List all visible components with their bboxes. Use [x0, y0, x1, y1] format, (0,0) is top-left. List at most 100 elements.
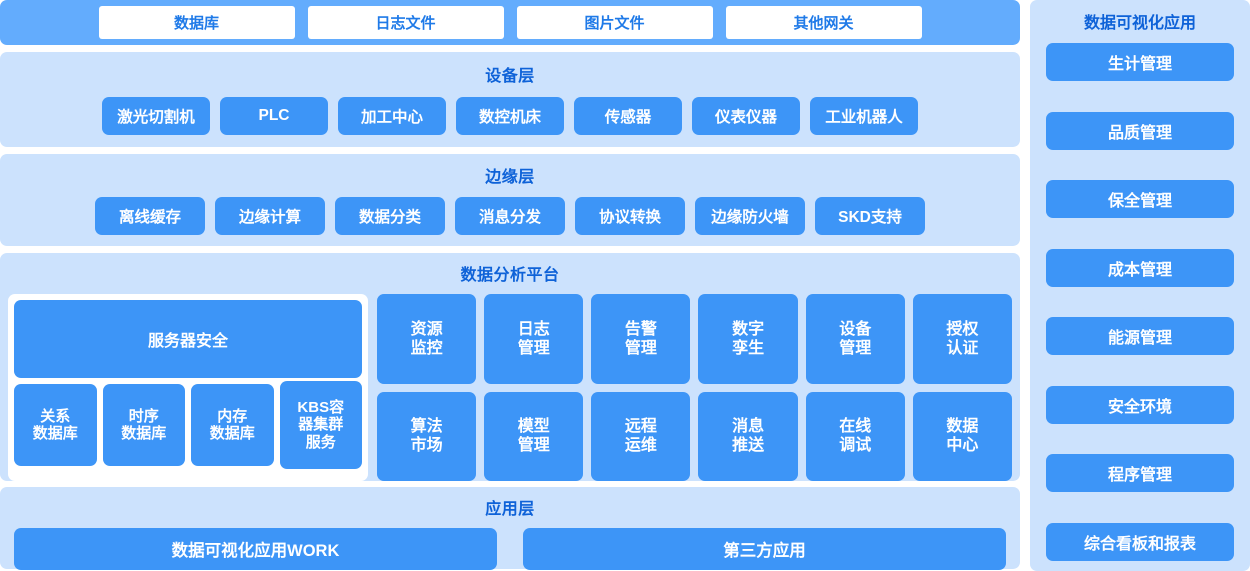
- module-label-line2: 孪生: [732, 339, 765, 357]
- module-resource-monitoring[interactable]: 资源 监控: [377, 294, 477, 384]
- edge-item-label: 数据分类: [358, 209, 421, 226]
- app-item-label: 第三方应用: [723, 542, 806, 560]
- device-item-label: 传感器: [604, 109, 652, 126]
- sidebar-item-energy-management[interactable]: 能源管理: [1046, 317, 1234, 356]
- main-stack: 数据库 日志文件 图片文件 其他网关 设备层 激光切割机 PLC 加工中心 数控…: [0, 0, 1020, 570]
- module-authorization-authentication[interactable]: 授权 认证: [912, 294, 1012, 384]
- module-remote-ops[interactable]: 远程 运维: [591, 391, 691, 481]
- device-item-laser-cutter[interactable]: 激光切割机: [102, 97, 210, 135]
- module-digital-twin[interactable]: 数字 孪生: [698, 294, 798, 384]
- device-item-machining-center[interactable]: 加工中心: [338, 97, 446, 135]
- device-layer-items: 激光切割机 PLC 加工中心 数控机床 传感器 仪表仪器 工业机器人: [0, 97, 1020, 135]
- database-label-line1: KBS容: [297, 398, 345, 416]
- module-label-line1: 授权: [946, 320, 979, 338]
- application-layer-title: 应用层: [485, 501, 535, 518]
- module-label-line2: 运维: [624, 437, 657, 455]
- sidebar-item-label: 成本管理: [1107, 261, 1172, 279]
- sidebar-item-label: 综合看板和报表: [1083, 535, 1196, 553]
- sidebar-item-program-management[interactable]: 程序管理: [1046, 454, 1234, 493]
- database-box-kbs-container-cluster[interactable]: KBS容 器集群 服务: [279, 381, 362, 469]
- edge-layer-panel: 边缘层 离线缓存 边缘计算 数据分类 消息分发 协议转换 边缘防火墙 SKD支持: [0, 154, 1020, 246]
- app-item-data-visualization-work[interactable]: 数据可视化应用WORK: [14, 528, 497, 570]
- module-label-line1: 模型: [517, 418, 550, 436]
- module-label-line1: 算法: [410, 418, 443, 436]
- source-chip-label: 数据库: [173, 15, 219, 32]
- device-item-plc[interactable]: PLC: [220, 97, 328, 135]
- device-item-cnc-machine[interactable]: 数控机床: [456, 97, 564, 135]
- edge-item-offline-cache[interactable]: 离线缓存: [95, 197, 205, 235]
- module-message-push[interactable]: 消息 推送: [698, 391, 798, 481]
- source-chip-other-gateway[interactable]: 其他网关: [725, 6, 922, 39]
- module-label-line1: 设备: [839, 320, 872, 338]
- device-item-label: 工业机器人: [825, 109, 903, 126]
- database-label-line1: 关系: [40, 407, 71, 425]
- sidebar-title: 数据可视化应用: [1083, 15, 1196, 32]
- edge-item-label: 协议转换: [598, 209, 661, 226]
- sidebar-item-label: 程序管理: [1107, 467, 1172, 485]
- server-security-box[interactable]: 服务器安全: [14, 300, 362, 378]
- module-device-management[interactable]: 设备 管理: [805, 294, 905, 384]
- module-log-management[interactable]: 日志 管理: [484, 294, 584, 384]
- module-label-line1: 在线: [839, 418, 872, 436]
- module-label-line2: 推送: [732, 437, 765, 455]
- module-label-line2: 管理: [517, 339, 550, 357]
- visualization-sidebar: 数据可视化应用 生计管理 品质管理 保全管理 成本管理 能源管理 安全环境 程序…: [1030, 0, 1250, 571]
- database-box-inmemory[interactable]: 内存 数据库: [191, 384, 274, 466]
- edge-item-message-distribution[interactable]: 消息分发: [455, 197, 565, 235]
- device-item-label: 加工中心: [360, 109, 423, 126]
- edge-item-label: 消息分发: [478, 209, 541, 226]
- module-label-line1: 数据: [946, 418, 979, 436]
- source-chip-log-file[interactable]: 日志文件: [307, 6, 504, 39]
- sidebar-item-label: 保全管理: [1107, 193, 1172, 211]
- database-box-relational[interactable]: 关系 数据库: [14, 384, 97, 466]
- database-box-timeseries[interactable]: 时序 数据库: [102, 384, 185, 466]
- source-chip-database[interactable]: 数据库: [98, 6, 295, 39]
- sidebar-item-cost-management[interactable]: 成本管理: [1046, 248, 1234, 287]
- device-item-label: PLC: [258, 107, 290, 124]
- edge-item-edge-firewall[interactable]: 边缘防火墙: [695, 197, 805, 235]
- module-online-debugging[interactable]: 在线 调试: [805, 391, 905, 481]
- module-label-line1: 日志: [517, 320, 550, 338]
- source-chip-image-file[interactable]: 图片文件: [516, 6, 713, 39]
- edge-item-skd-support[interactable]: SKD支持: [815, 197, 925, 235]
- device-item-sensor[interactable]: 传感器: [574, 97, 682, 135]
- server-security-panel: 服务器安全 关系 数据库 时序 数据库 内存 数据库: [8, 294, 368, 481]
- device-item-label: 数控机床: [478, 109, 541, 126]
- edge-item-label: SKD支持: [838, 209, 902, 226]
- module-model-management[interactable]: 模型 管理: [484, 391, 584, 481]
- sidebar-item-label: 能源管理: [1107, 330, 1172, 348]
- database-label-line2: 器集群: [298, 416, 344, 434]
- spacer: [0, 147, 1020, 154]
- sidebar-item-maintenance-management[interactable]: 保全管理: [1046, 180, 1234, 219]
- spacer: [0, 45, 1020, 52]
- platform-layer-panel: 数据分析平台 服务器安全 关系 数据库 时序 数据库: [0, 253, 1020, 481]
- application-layer-panel: 应用层 数据可视化应用WORK 第三方应用: [0, 487, 1020, 570]
- module-label-line2: 市场: [410, 437, 443, 455]
- sidebar-item-safety-environment[interactable]: 安全环境: [1046, 385, 1234, 424]
- app-item-third-party[interactable]: 第三方应用: [523, 528, 1006, 570]
- edge-item-edge-computing[interactable]: 边缘计算: [215, 197, 325, 235]
- module-alarm-management[interactable]: 告警 管理: [591, 294, 691, 384]
- edge-item-protocol-conversion[interactable]: 协议转换: [575, 197, 685, 235]
- module-label-line2: 管理: [517, 437, 550, 455]
- server-security-label: 服务器安全: [147, 333, 228, 350]
- edge-item-label: 边缘计算: [238, 209, 301, 226]
- device-item-instrument[interactable]: 仪表仪器: [692, 97, 800, 135]
- device-item-industrial-robot[interactable]: 工业机器人: [810, 97, 918, 135]
- database-label-line2: 数据库: [121, 425, 167, 442]
- edge-item-data-classification[interactable]: 数据分类: [335, 197, 445, 235]
- module-label-line1: 远程: [624, 418, 657, 436]
- sidebar-item-production-management[interactable]: 生计管理: [1046, 43, 1234, 81]
- module-label-line1: 消息: [732, 418, 765, 436]
- sidebar-item-quality-management[interactable]: 品质管理: [1046, 111, 1234, 150]
- device-item-label: 激光切割机: [117, 109, 195, 126]
- device-item-label: 仪表仪器: [714, 109, 777, 126]
- module-data-center[interactable]: 数据 中心: [912, 391, 1012, 481]
- module-label-line2: 管理: [624, 339, 657, 357]
- database-label-line1: 时序: [128, 407, 159, 425]
- database-label-line2: 数据库: [209, 425, 255, 442]
- module-algorithm-marketplace[interactable]: 算法 市场: [377, 391, 477, 481]
- database-label-line1: 内存: [217, 407, 248, 425]
- sidebar-item-dashboard-reports[interactable]: 综合看板和报表: [1046, 522, 1234, 561]
